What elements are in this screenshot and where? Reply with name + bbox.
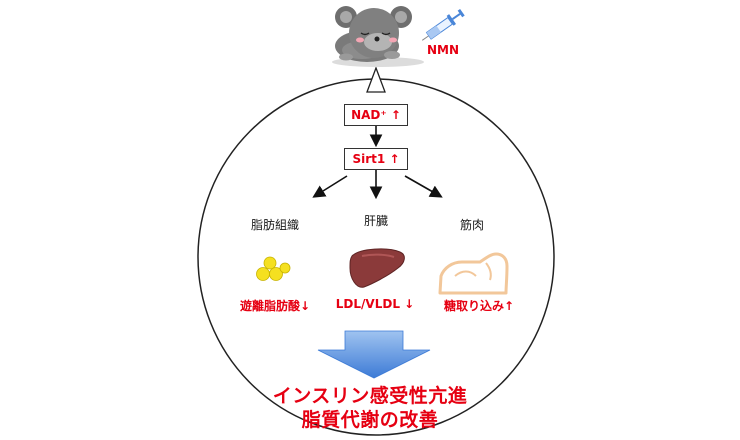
nad-box: NAD⁺ ↑	[344, 104, 408, 126]
sirt1-box: Sirt1 ↑	[344, 148, 408, 170]
connector-triangle	[366, 66, 386, 93]
tissue-label-muscle: 筋肉	[459, 218, 484, 232]
liver-icon	[349, 248, 405, 288]
arrow-sirt1-to-fat	[312, 175, 348, 198]
tissue-label-liver: 肝臓	[363, 214, 388, 228]
nmn-label: NMN	[427, 43, 460, 57]
effect-label-liver: LDL/VLDL ↓	[335, 297, 415, 311]
muscle-arm-icon	[438, 252, 509, 295]
tissue-label-fat: 脂肪組織	[250, 218, 299, 232]
mouse-icon	[332, 6, 424, 67]
effect-label-fat: 遊離脂肪酸↓	[239, 299, 311, 313]
fat-droplets-icon	[256, 256, 291, 281]
syringe-icon	[421, 8, 465, 41]
outcome-arrow	[317, 330, 431, 379]
arrow-sirt1-to-muscle	[404, 175, 443, 198]
outcome-line-2: 脂質代謝の改善	[301, 409, 439, 431]
effect-label-muscle: 糖取り込み↑	[443, 299, 515, 313]
outcome-line-1: インスリン感受性亢進	[272, 385, 468, 407]
